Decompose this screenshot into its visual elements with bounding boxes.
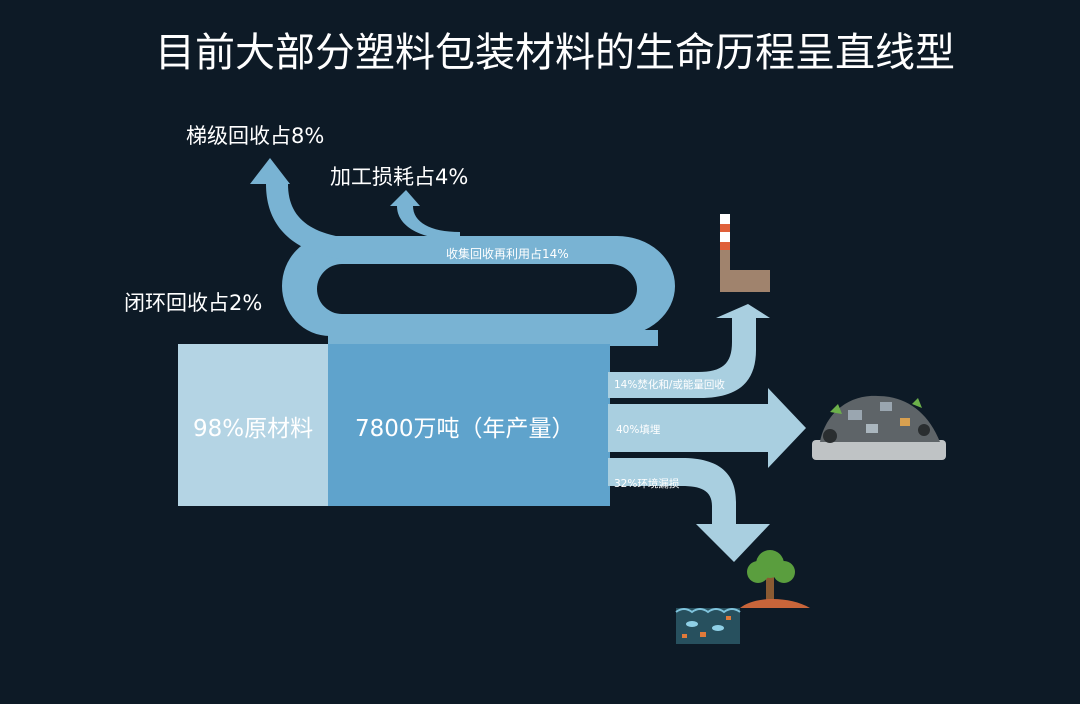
cascade-recycling-arrow [250,158,380,262]
landfill-icon [812,395,946,460]
page-title: 目前大部分塑料包装材料的生命历程呈直线型 [155,30,955,76]
raw-material-label: 98%原材料 [193,416,313,442]
closed-loop-label: 闭环回收占2% [124,291,262,315]
processing-loss-arrow [390,190,460,240]
ocean-icon [675,608,741,644]
production-block [328,344,610,506]
loop-connector [328,330,658,346]
leakage-label: 32%环境漏损 [614,477,680,490]
landfill-arrow [608,388,806,468]
collection-reuse-label: 收集回收再利用占14% [446,246,569,261]
raw-material-box [178,344,330,506]
incineration-label: 14%焚化和/或能量回收 [614,378,725,391]
production-label: 7800万吨（年产量） [355,416,575,442]
processing-loss-label: 加工损耗占4% [330,165,468,189]
incineration-arrow [608,304,770,398]
collection-loop-flow [282,236,675,336]
leakage-arrow [608,458,770,562]
factory-icon [720,214,770,292]
landfill-label: 40%填埋 [616,423,661,436]
tree-icon [740,550,810,608]
cascade-recycling-label: 梯级回收占8% [186,124,324,148]
